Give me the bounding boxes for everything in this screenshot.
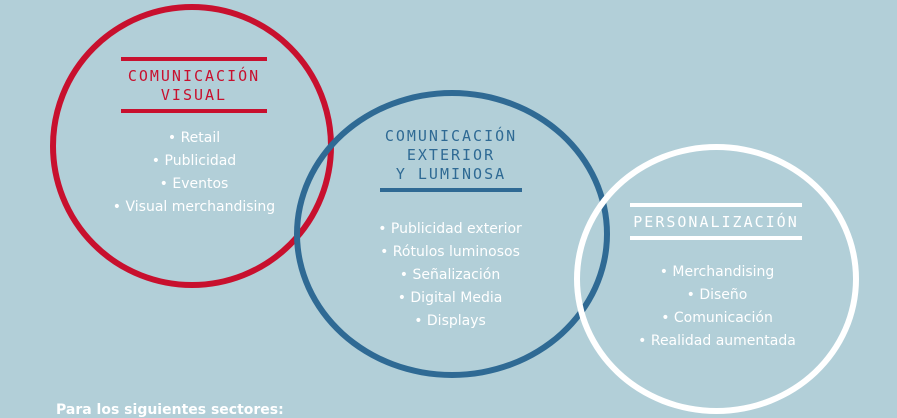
title-rule-top (630, 203, 802, 207)
list-item: • Digital Media (397, 290, 503, 306)
list-item: • Visual merchandising (112, 199, 276, 215)
list-item: • Diseño (686, 287, 748, 303)
title-line: EXTERIOR (406, 146, 496, 164)
list-item: • Realidad aumentada (638, 333, 796, 349)
title-rule-bottom (630, 236, 802, 240)
list-comunicacion-visual: • Retail • Publicidad • Eventos • Visual… (94, 127, 294, 219)
title-rule-bottom (121, 109, 267, 113)
list-item: • Displays (414, 313, 486, 329)
title-line: COMUNICACIÓN (127, 67, 261, 85)
title-line: COMUNICACIÓN (384, 127, 518, 145)
list-item: • Publicidad (151, 153, 237, 169)
sectors-heading: Para los siguientes sectores: (56, 402, 284, 418)
list-item: • Señalización (399, 267, 501, 283)
circle-personalizacion (574, 144, 859, 414)
title-line: Y LUMINOSA (395, 165, 507, 183)
title-comunicacion-visual: COMUNICACIÓN VISUAL (121, 57, 267, 113)
title-line: VISUAL (160, 86, 228, 104)
title-line: PERSONALIZACIÓN (633, 213, 799, 231)
list-item: • Merchandising (659, 264, 775, 280)
list-item: • Retail (167, 130, 221, 146)
list-item: • Publicidad exterior (378, 221, 522, 237)
list-item: • Comunicación (661, 310, 773, 326)
list-item: • Rótulos luminosos (380, 244, 520, 260)
title-comunicacion-exterior: COMUNICACIÓN EXTERIOR Y LUMINOSA (380, 127, 522, 192)
list-item: • Eventos (159, 176, 229, 192)
title-personalizacion: PERSONALIZACIÓN (630, 203, 802, 240)
title-rule-top (121, 57, 267, 61)
list-comunicacion-exterior: • Publicidad exterior • Rótulos luminoso… (350, 218, 550, 333)
list-personalizacion: • Merchandising • Diseño • Comunicación … (617, 261, 817, 353)
title-rule-bottom (380, 188, 522, 192)
